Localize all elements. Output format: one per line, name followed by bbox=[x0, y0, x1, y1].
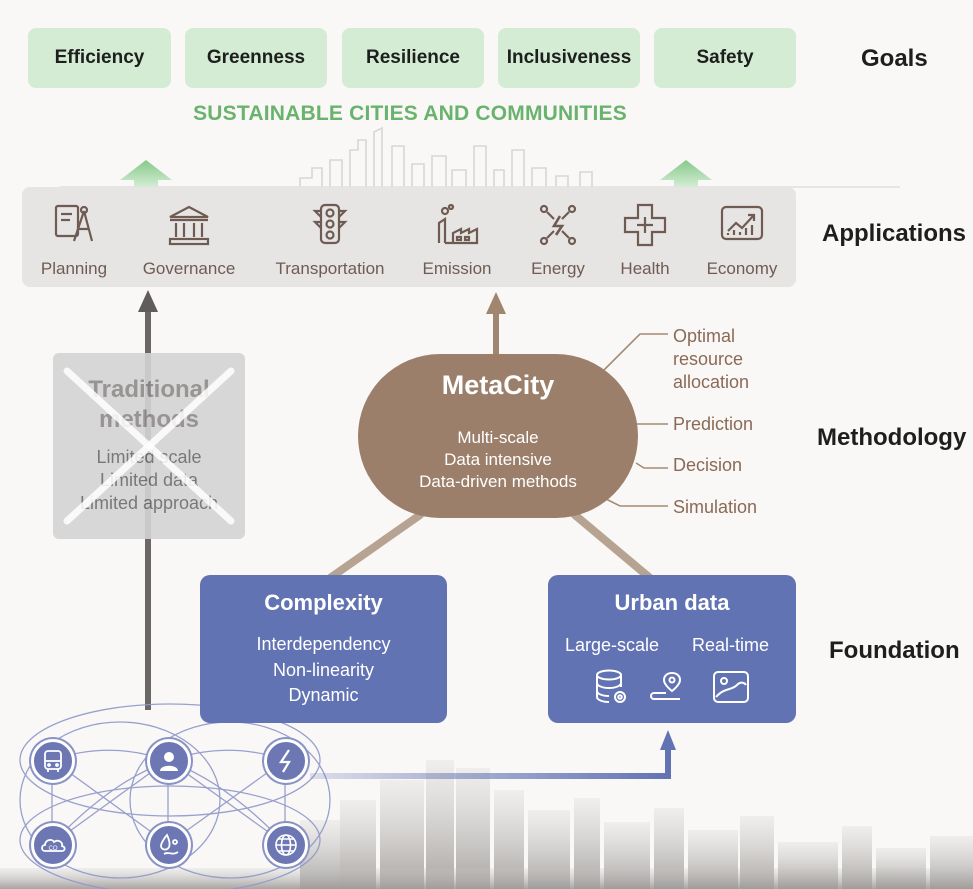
medical-cross-icon bbox=[623, 203, 667, 247]
metacity-line: Data-driven methods bbox=[419, 472, 577, 491]
cross-out-mark bbox=[63, 367, 235, 525]
sdg-title: SUSTAINABLE CITIES AND COMMUNITIES bbox=[193, 102, 627, 125]
goal-safety: Safety bbox=[654, 28, 796, 88]
goal-resilience: Resilience bbox=[342, 28, 484, 88]
green-up-arrows bbox=[120, 160, 712, 188]
app-label: Planning bbox=[40, 259, 108, 278]
co2-cloud-icon: CO bbox=[41, 838, 66, 852]
goal-label: Greenness bbox=[206, 47, 306, 68]
layer-label-foundation: Foundation bbox=[829, 637, 960, 664]
layer-label-methodology: Methodology bbox=[817, 424, 967, 451]
complexity-box: Complexity Interdependency Non-linearity… bbox=[200, 575, 447, 723]
annotation-line: Optimal bbox=[673, 326, 736, 346]
skyline-outline bbox=[60, 126, 900, 188]
app-energy: Energy bbox=[516, 187, 600, 287]
svg-text:CO: CO bbox=[49, 846, 58, 852]
urban-data-box: Urban data Large-scale Real-time bbox=[548, 575, 796, 723]
app-label: Emission bbox=[422, 259, 492, 278]
app-label: Economy bbox=[706, 259, 778, 278]
app-label: Transportation bbox=[275, 259, 385, 278]
water-drop-icon bbox=[160, 833, 179, 855]
app-governance: Governance bbox=[134, 187, 244, 287]
complexity-title: Complexity bbox=[264, 590, 383, 615]
traditional-title-line: Traditional bbox=[88, 376, 210, 403]
goal-label: Efficiency bbox=[54, 47, 145, 68]
annotation-leaders bbox=[603, 333, 668, 507]
bottom-skyline bbox=[0, 760, 973, 889]
complexity-line: Interdependency bbox=[256, 634, 391, 654]
database-icon bbox=[596, 669, 626, 703]
metacity-line: Multi-scale bbox=[457, 428, 539, 447]
growth-chart-icon bbox=[720, 205, 764, 241]
complexity-line: Dynamic bbox=[288, 685, 359, 705]
layer-label-applications: Applications bbox=[822, 220, 967, 247]
energy-icon bbox=[539, 204, 577, 246]
app-label: Energy bbox=[531, 259, 585, 278]
large-scale-label: Large-scale bbox=[565, 635, 660, 655]
app-economy: Economy bbox=[694, 187, 790, 287]
layer-label-goals: Goals bbox=[861, 45, 928, 72]
complexity-line: Non-linearity bbox=[272, 660, 375, 680]
blue-arrow bbox=[310, 730, 676, 779]
goal-label: Inclusiveness bbox=[506, 47, 632, 68]
planning-icon bbox=[54, 204, 94, 242]
annotation-line: resource bbox=[673, 349, 744, 369]
goal-label: Resilience bbox=[366, 47, 460, 68]
metacity-line: Data intensive bbox=[444, 450, 552, 469]
image-icon bbox=[713, 671, 749, 703]
lightning-icon bbox=[278, 749, 291, 773]
goal-label: Safety bbox=[696, 47, 754, 68]
person-icon bbox=[160, 752, 178, 771]
governance-icon bbox=[168, 205, 210, 246]
real-time-label: Real-time bbox=[692, 635, 770, 655]
annotation-optimal-allocation: Optimal resource allocation bbox=[673, 325, 749, 394]
network-node bbox=[264, 823, 308, 867]
app-label: Health bbox=[620, 259, 670, 278]
network-node bbox=[147, 739, 191, 783]
globe-icon bbox=[275, 834, 297, 856]
metacity-node: MetaCity Multi-scale Data intensive Data… bbox=[358, 354, 638, 518]
metacity-connectors bbox=[326, 511, 654, 582]
applications-panel: Planning Governance Transportation Emi bbox=[22, 187, 796, 287]
bus-icon bbox=[44, 750, 62, 772]
traditional-line: Limited scale bbox=[96, 447, 202, 467]
traffic-light-icon bbox=[312, 203, 348, 245]
annotation-line: allocation bbox=[673, 372, 750, 392]
network-node bbox=[31, 739, 75, 783]
factory-icon bbox=[437, 203, 479, 245]
app-transportation: Transportation bbox=[262, 187, 398, 287]
goal-greenness: Greenness bbox=[185, 28, 327, 88]
network-node bbox=[147, 823, 191, 867]
app-health: Health bbox=[606, 187, 684, 287]
goal-inclusiveness: Inclusiveness bbox=[498, 28, 640, 88]
route-pin-icon bbox=[650, 671, 682, 700]
app-planning: Planning bbox=[28, 187, 120, 287]
goal-efficiency: Efficiency bbox=[28, 28, 171, 88]
network-node: CO bbox=[31, 823, 75, 867]
metacity-title: MetaCity bbox=[441, 370, 555, 400]
annotation-simulation: Simulation bbox=[673, 497, 758, 517]
app-emission: Emission bbox=[412, 187, 502, 287]
network-node bbox=[264, 739, 308, 783]
app-label: Governance bbox=[142, 259, 236, 278]
traditional-line: Limited approach bbox=[79, 493, 219, 513]
network-edges bbox=[19, 703, 331, 889]
traditional-line: Limited data bbox=[99, 470, 199, 490]
urban-data-title: Urban data bbox=[614, 590, 730, 615]
annotation-decision: Decision bbox=[673, 455, 743, 475]
annotation-prediction: Prediction bbox=[673, 414, 754, 434]
